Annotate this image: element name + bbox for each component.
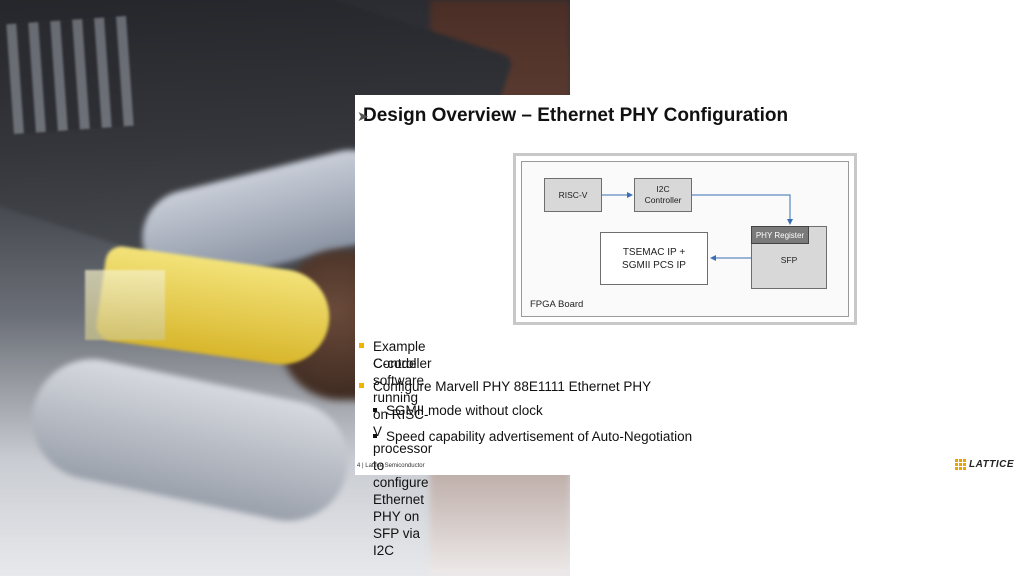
tsemac-block: TSEMAC IP + SGMII PCS IP: [600, 232, 708, 285]
slide-footer: 4 | Lattice Semiconductor: [357, 463, 425, 469]
i2c-controller-block: I2C Controller: [634, 178, 692, 212]
risc-v-block: RISC-V: [544, 178, 602, 212]
slide-title: Design Overview – Ethernet PHY Configura…: [363, 105, 789, 126]
lattice-logo: LATTICE: [955, 459, 1014, 470]
lattice-logo-icon: [955, 459, 967, 470]
diagram-arrows: [602, 192, 793, 261]
block-diagram: RISC-V I2C Controller TSEMAC IP + SGMII …: [513, 153, 857, 325]
mouse-cursor-icon: ➤: [357, 108, 369, 124]
fpga-board-label: FPGA Board: [530, 299, 584, 310]
phy-register-block: PHY Register: [751, 226, 809, 244]
slide: Design Overview – Ethernet PHY Configura…: [355, 95, 1024, 558]
